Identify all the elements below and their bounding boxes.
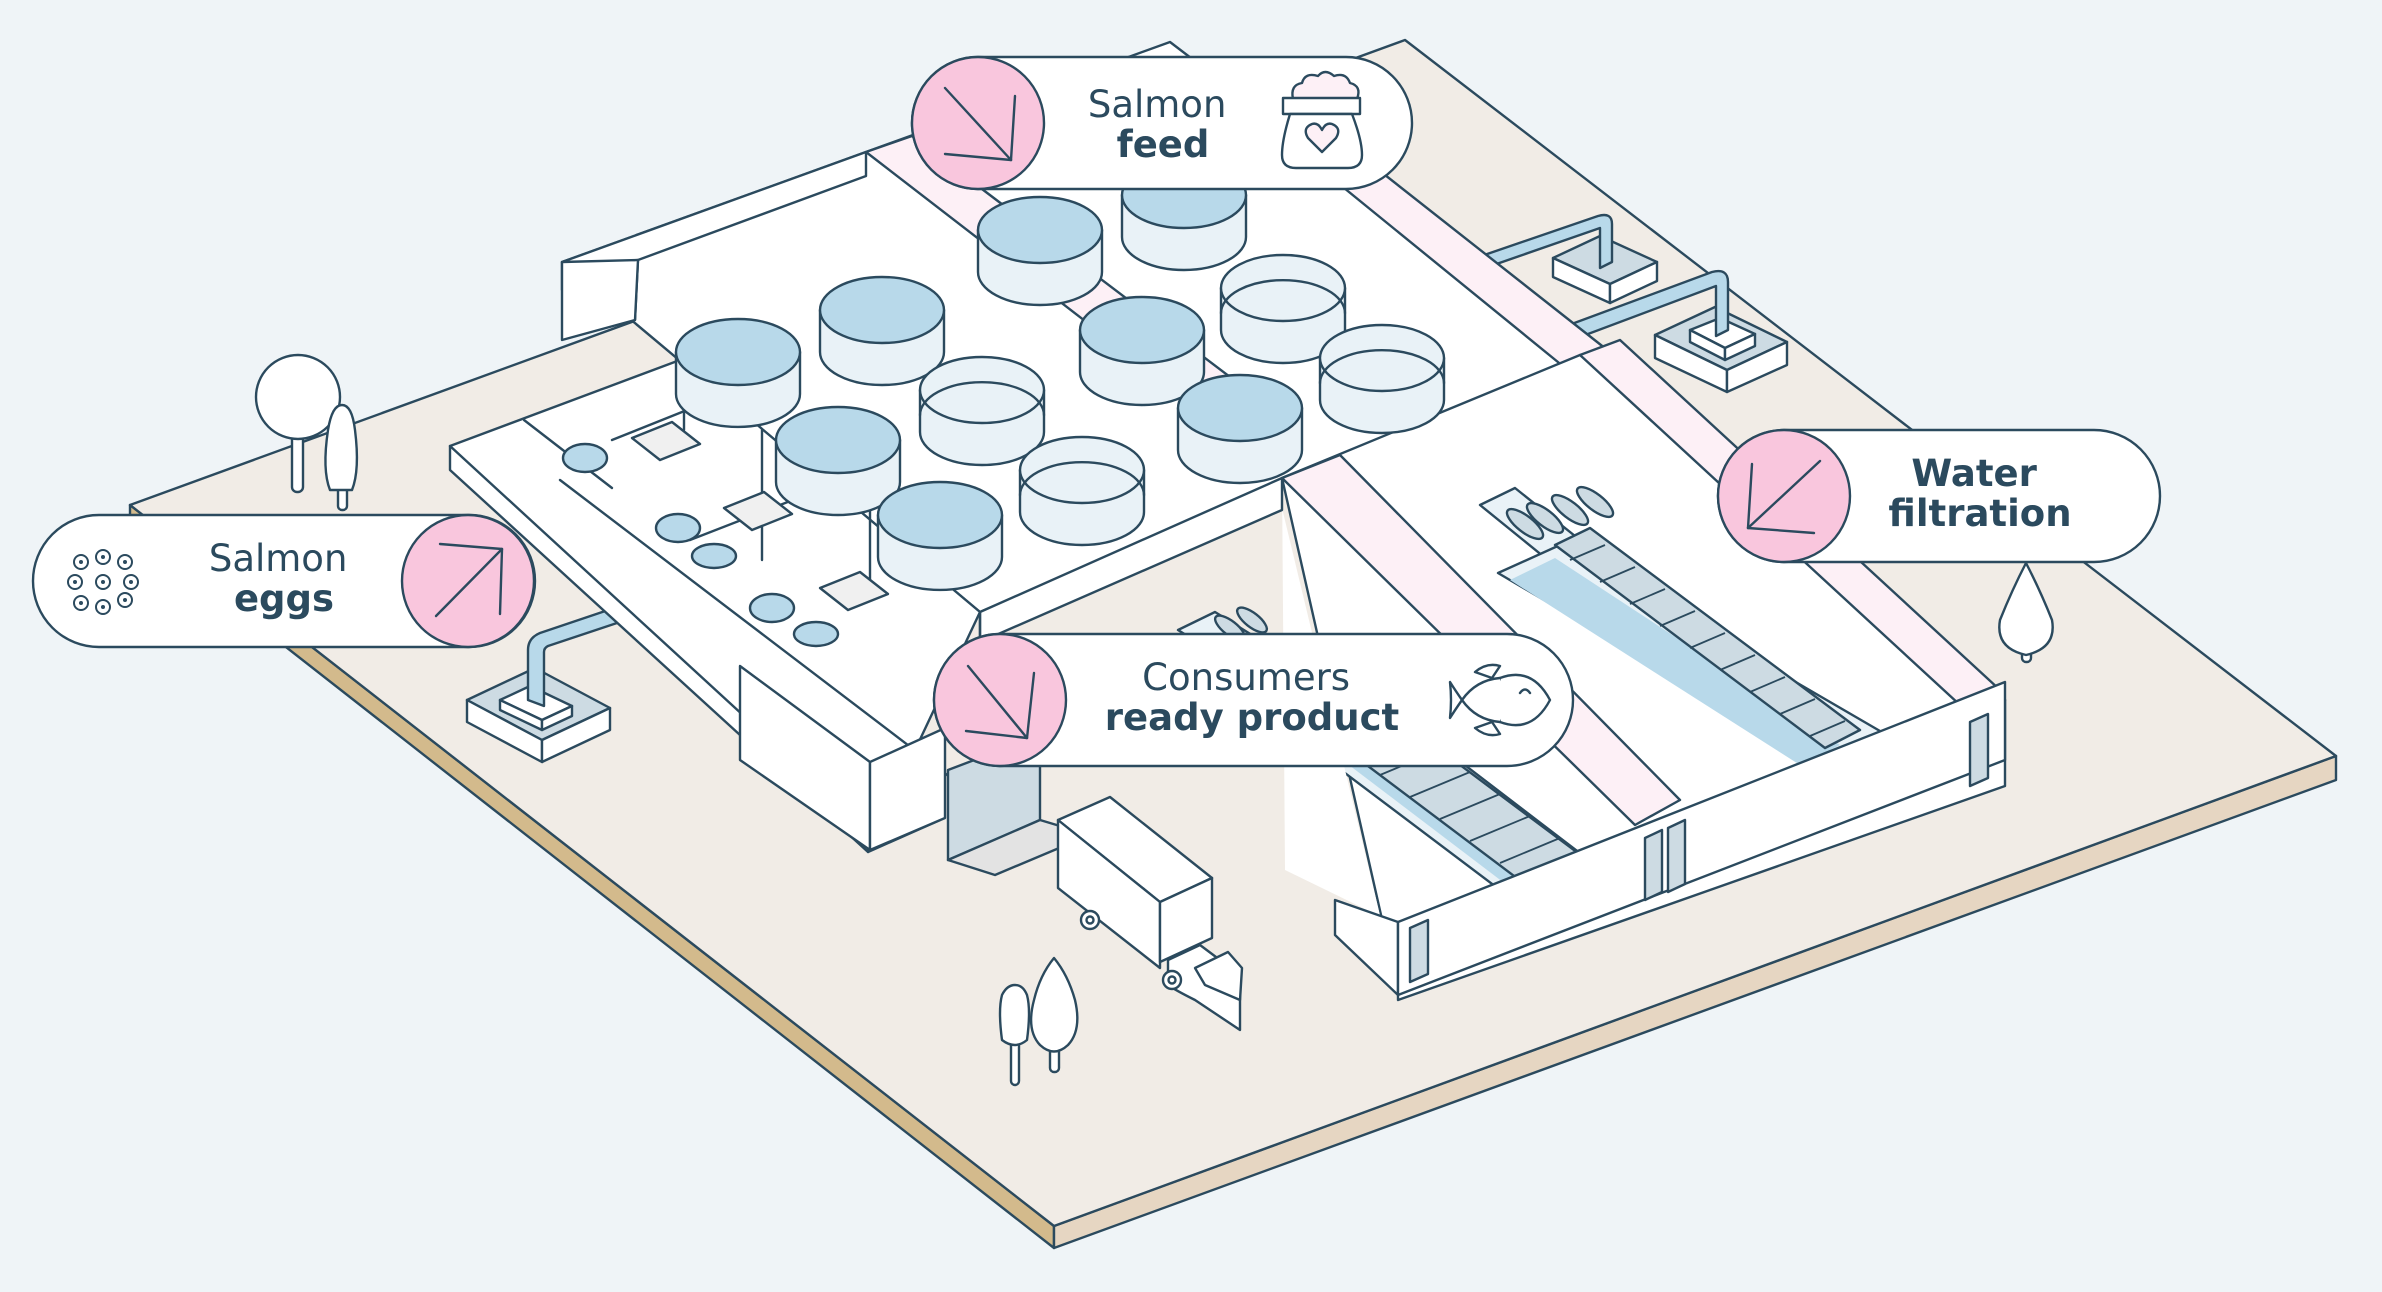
fish-tank xyxy=(1078,295,1206,407)
arrow-badge xyxy=(932,632,1068,768)
tree-right xyxy=(1998,561,2054,664)
egg-yolk xyxy=(101,555,105,559)
egg-yolk xyxy=(123,598,127,602)
fish-icon xyxy=(1448,663,1552,737)
fish-tank xyxy=(674,317,802,429)
truck-wheel-rear xyxy=(1079,909,1101,931)
arrow-down-left-icon xyxy=(1746,459,1822,535)
arrow-down-right-icon xyxy=(964,664,1036,740)
egg-yolk xyxy=(101,605,105,609)
delivery-truck xyxy=(1056,795,1244,1032)
door-double-2 xyxy=(1666,818,1687,894)
fish-tank xyxy=(976,195,1104,307)
tree-bottom-big xyxy=(1029,956,1079,1074)
egg-yolk xyxy=(101,580,105,584)
callout-water-filtration[interactable]: Water filtration xyxy=(1716,428,2162,564)
incubator-boxes xyxy=(630,420,890,612)
pipe-right xyxy=(1548,269,1730,348)
pump-station-top xyxy=(1456,213,1659,305)
door-right xyxy=(1968,712,1990,788)
callout-consumers-ready-product[interactable]: Consumers ready product xyxy=(932,632,1575,768)
callout-line2: feed xyxy=(1117,123,1210,166)
callout-line2: filtration xyxy=(1888,492,2071,535)
callout-line1: Water xyxy=(1911,452,2037,495)
pump-station-right xyxy=(1548,269,1789,394)
svg-text:Salmon feed: Salmon feed xyxy=(1088,83,1238,166)
callout-line1: Consumers xyxy=(1142,656,1350,699)
egg-yolk xyxy=(79,601,83,605)
svg-text:Salmon eggs: Salmon eggs xyxy=(209,537,359,620)
fish-tank xyxy=(818,275,946,387)
door-left xyxy=(1408,918,1430,984)
fish-tank xyxy=(876,480,1004,592)
truck-wheel-front xyxy=(1161,969,1183,991)
salmon-eggs-icon xyxy=(67,549,139,615)
tree-round xyxy=(254,353,342,494)
egg-yolk xyxy=(123,560,127,564)
filtration-hall-side-wall xyxy=(1282,478,1398,990)
arrow-down-right-icon xyxy=(943,86,1017,162)
arrow-badge xyxy=(400,513,536,649)
door-double-1 xyxy=(1643,828,1664,902)
tree-bottom-small xyxy=(998,983,1031,1087)
svg-text:Consumers ready product: Consumers ready product xyxy=(1105,656,1399,739)
egg-yolk xyxy=(79,560,83,564)
fish-tank xyxy=(1176,373,1304,485)
fish-tank xyxy=(1219,253,1347,365)
callout-line2: ready product xyxy=(1105,696,1399,739)
pipe-top xyxy=(1456,213,1614,278)
arrow-up-right-icon xyxy=(434,542,504,618)
callout-line1: Salmon xyxy=(209,537,348,580)
tree-tall xyxy=(324,403,359,512)
callout-line1: Salmon xyxy=(1088,83,1227,126)
fish-tank xyxy=(1318,323,1446,435)
filtration-trough-right xyxy=(1478,485,1894,770)
svg-text:Water filtration: Water filtration xyxy=(1888,452,2071,535)
fish-tank xyxy=(918,355,1046,467)
callout-line2: eggs xyxy=(234,577,334,620)
filter-grid-right xyxy=(1569,544,1846,737)
callout-salmon-eggs[interactable]: Salmon eggs xyxy=(31,513,537,649)
trees xyxy=(254,353,2054,1087)
fish-tank xyxy=(774,405,902,517)
egg-yolk xyxy=(129,580,133,584)
pump-station-left xyxy=(465,600,634,764)
egg-yolk xyxy=(73,580,77,584)
hatching-tanks xyxy=(561,442,840,648)
feed-bag-heart-icon xyxy=(1280,70,1364,170)
fish-tank xyxy=(1018,435,1146,547)
callout-salmon-feed[interactable]: Salmon feed xyxy=(910,55,1414,191)
